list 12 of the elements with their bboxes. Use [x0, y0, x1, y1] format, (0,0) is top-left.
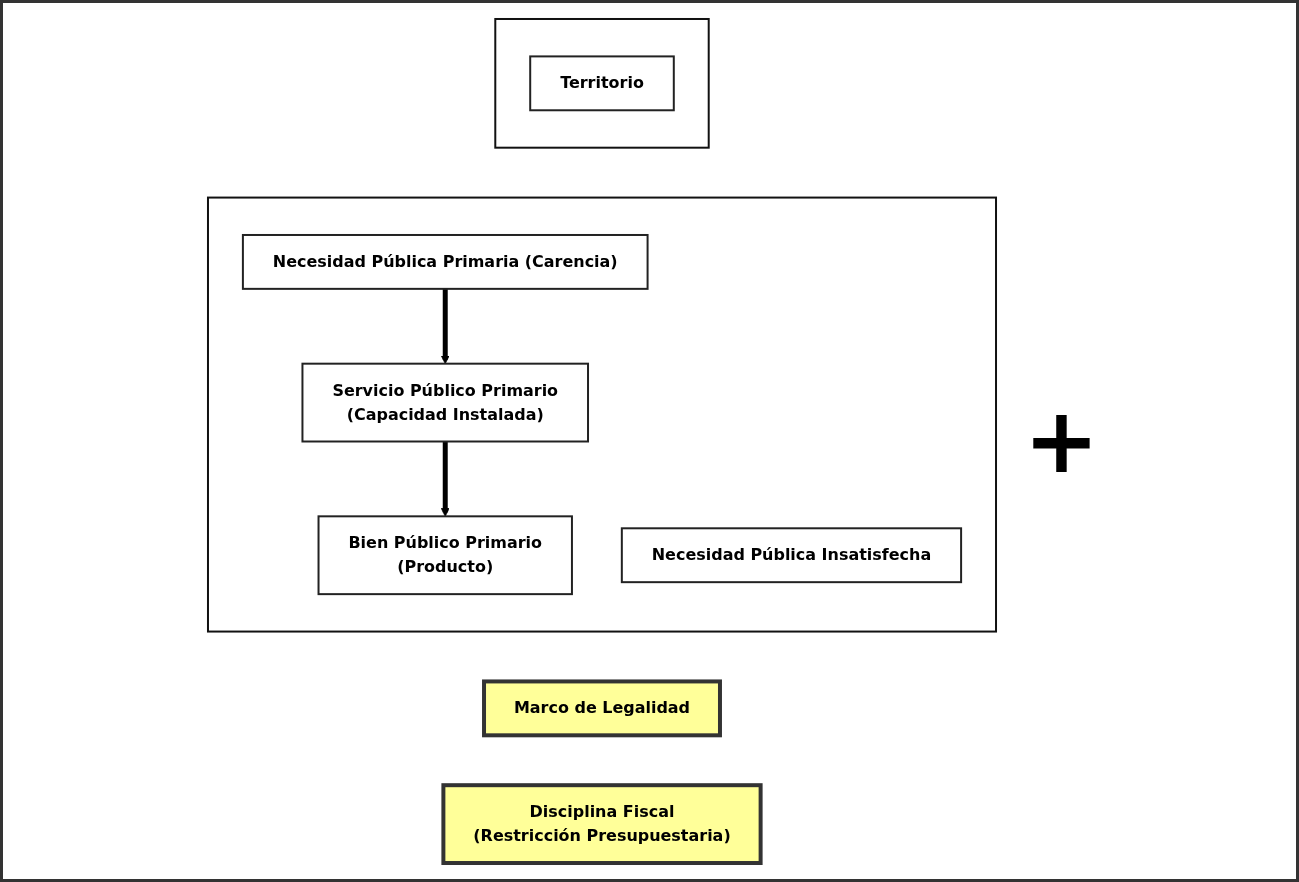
- node-box: Necesidad Pública Insatisfecha: [620, 527, 962, 584]
- node-box: Marco de Legalidad: [481, 679, 722, 738]
- cluster: [206, 196, 997, 633]
- node-box: Bien Público Primario (Producto): [317, 515, 573, 596]
- arrow: [440, 441, 450, 517]
- arrow: [440, 288, 450, 365]
- cluster: [494, 18, 710, 149]
- node-box: Servicio Público Primario (Capacidad Instalada): [301, 362, 589, 443]
- node-box: Disciplina Fiscal (Restricción Presupuestaria): [441, 783, 763, 865]
- plus-sign: +: [1023, 396, 1100, 486]
- node-box: Necesidad Pública Primaria (Carencia): [241, 234, 649, 290]
- node-box: Territorio: [529, 55, 675, 112]
